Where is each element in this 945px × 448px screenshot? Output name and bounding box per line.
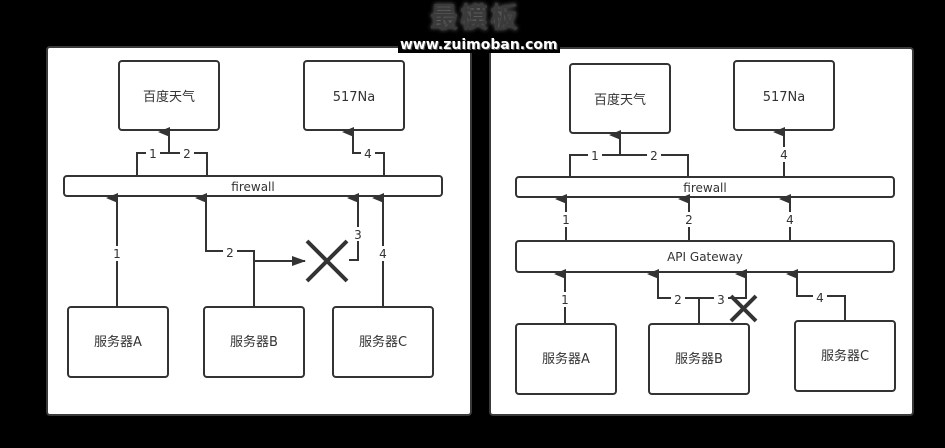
right-label-gw-fw-4: 4: [786, 213, 794, 227]
right-api-gateway-label: API Gateway: [667, 250, 743, 264]
left-edge-fw-baidu: [136, 152, 208, 176]
left-target-baidu: 百度天气: [118, 60, 220, 131]
left-server-c-label: 服务器C: [359, 334, 407, 350]
right-label-bg: [783, 212, 797, 227]
left-edge-blocked-fw: [347, 193, 359, 261]
right-target-517na: 517Na: [733, 60, 835, 131]
watermark-url: www.zuimoban.com: [398, 37, 560, 53]
left-server-a-label: 服务器A: [94, 334, 142, 350]
left-server-c: 服务器C: [332, 306, 434, 378]
right-target-517na-label: 517Na: [763, 90, 806, 105]
right-server-c-label: 服务器C: [821, 348, 869, 364]
right-label-gw-fw-1: 1: [562, 213, 570, 227]
right-label-bg: [777, 147, 791, 162]
right-label-fw-baidu-1: 1: [591, 149, 599, 163]
right-server-c: 服务器C: [794, 320, 896, 392]
right-api-gateway-bar: API Gateway: [515, 240, 895, 273]
right-label-gw-fw-2: 2: [685, 213, 693, 227]
left-blocked-x-icon: [305, 239, 349, 283]
right-target-baidu: 百度天气: [569, 63, 671, 134]
left-server-b-label: 服务器B: [230, 334, 278, 350]
right-label-bg: [559, 212, 573, 227]
left-label-bg: [223, 245, 237, 259]
left-label-c-fw: 4: [379, 247, 387, 261]
left-label-b-blocked: 3: [354, 228, 362, 242]
left-label-b-fw: 2: [226, 246, 234, 260]
left-label-fw-517: 4: [364, 147, 372, 161]
right-label-bg: [671, 292, 685, 306]
right-target-baidu-label: 百度天气: [594, 92, 646, 108]
right-server-b: 服务器B: [648, 323, 750, 395]
right-label-bg: [682, 212, 696, 227]
left-server-b: 服务器B: [203, 306, 305, 378]
right-label-bg: [588, 148, 602, 162]
right-label-bg: [647, 148, 661, 162]
left-target-517na-label: 517Na: [333, 90, 376, 105]
watermark-title: 最模板: [429, 1, 520, 34]
left-label-fw-baidu-2: 2: [183, 147, 191, 161]
left-label-bg: [146, 146, 160, 160]
left-label-bg: [351, 227, 365, 241]
left-label-fw-baidu-1: 1: [149, 147, 157, 161]
right-label-b-blocked: 3: [717, 293, 725, 307]
right-server-a-label: 服务器A: [542, 351, 590, 367]
right-firewall-label: firewall: [683, 181, 726, 195]
left-label-bg: [361, 146, 375, 160]
right-firewall-bar: firewall: [515, 176, 895, 198]
right-label-c-gw: 4: [816, 291, 824, 305]
right-edge-fw-baidu: [569, 154, 689, 177]
right-label-b-gw: 2: [674, 293, 682, 307]
right-label-bg: [813, 290, 827, 304]
left-label-a-fw: 1: [113, 247, 121, 261]
left-target-baidu-label: 百度天气: [143, 89, 195, 105]
right-blocked-x-icon: [729, 294, 758, 323]
right-server-b-label: 服务器B: [675, 351, 723, 367]
left-firewall-bar: firewall: [63, 175, 443, 197]
left-target-517na: 517Na: [303, 60, 405, 131]
left-label-bg: [110, 246, 124, 261]
left-label-bg: [376, 246, 390, 261]
right-label-bg: [714, 292, 728, 306]
right-label-fw-517: 4: [780, 148, 788, 162]
right-server-a: 服务器A: [515, 323, 617, 395]
left-label-bg: [180, 146, 194, 160]
watermark: 最模板 www.zuimoban.com: [380, 0, 570, 60]
right-label-a-gw: 1: [561, 293, 569, 307]
right-label-bg: [558, 292, 572, 307]
right-label-fw-baidu-2: 2: [650, 149, 658, 163]
left-firewall-label: firewall: [231, 180, 274, 194]
left-server-a: 服务器A: [67, 306, 169, 378]
